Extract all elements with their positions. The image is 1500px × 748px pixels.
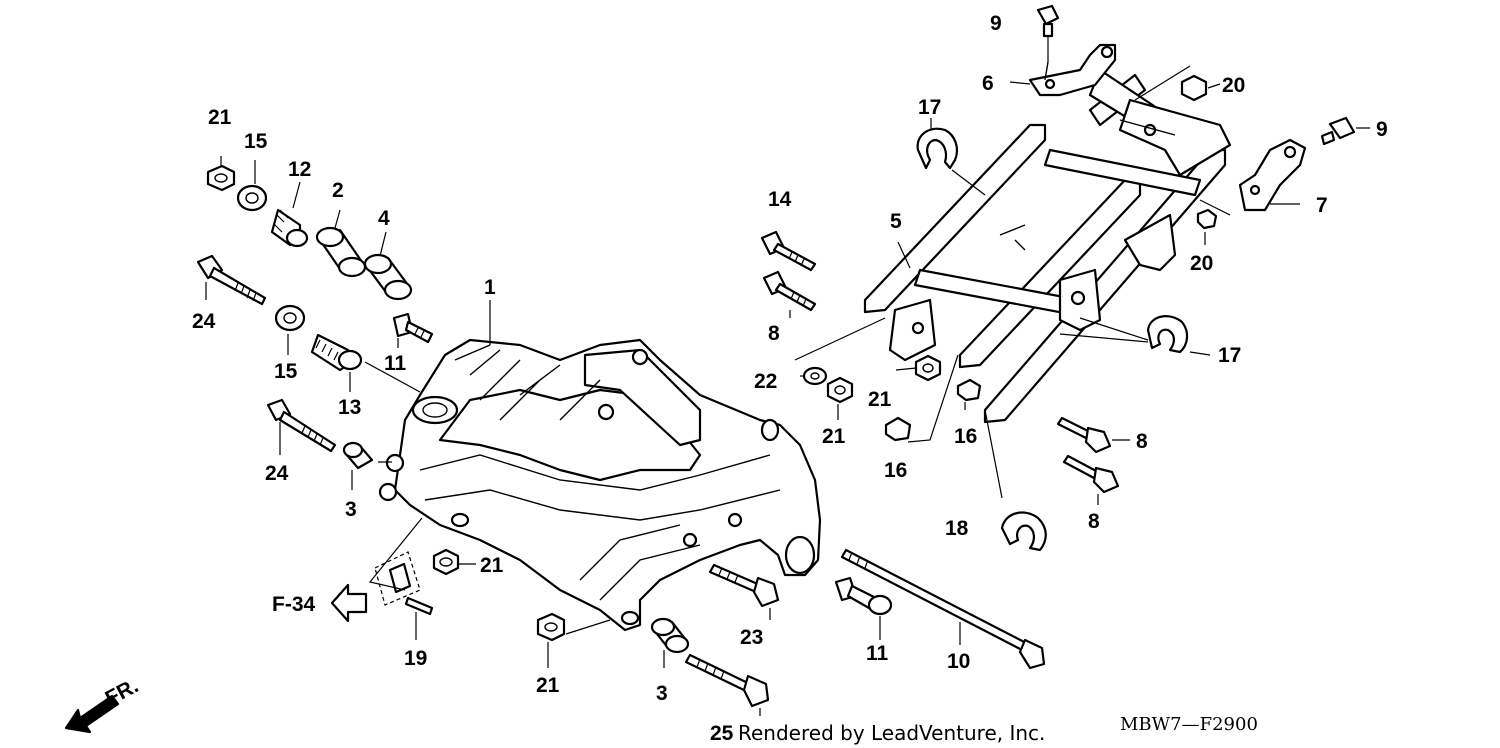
collar-3-left[interactable]: [342, 441, 374, 470]
label-24-upper: 24: [192, 310, 216, 333]
label-1: 1: [484, 276, 496, 299]
reference-arrow[interactable]: F-34: [272, 583, 368, 623]
label-17-lower: 17: [1218, 344, 1241, 367]
nut-21-center[interactable]: [826, 376, 854, 404]
label-2: 2: [332, 179, 344, 202]
label-4: 4: [378, 207, 390, 230]
shaft-10-part[interactable]: [840, 548, 1046, 670]
nut-21-lower-left[interactable]: [432, 548, 460, 576]
label-23: 23: [740, 626, 763, 649]
clamp-17-lower[interactable]: [1146, 315, 1189, 354]
label-12: 12: [288, 158, 311, 181]
label-15-upper: 15: [244, 130, 268, 153]
label-16-left: 16: [884, 459, 907, 482]
label-21-upper-left: 21: [208, 106, 232, 129]
label-16-right: 16: [954, 425, 977, 448]
nut-21-subframe[interactable]: [914, 354, 942, 382]
bracket-7-part[interactable]: [1238, 138, 1307, 212]
bracket-19-part[interactable]: [374, 551, 434, 616]
nut-21-upper-left[interactable]: [206, 164, 236, 192]
label-18: 18: [945, 517, 969, 540]
nut-20-top[interactable]: [1180, 74, 1208, 102]
label-21-subframe: 21: [868, 388, 892, 411]
bolt-11-upper[interactable]: [392, 312, 434, 344]
label-21-bottom: 21: [536, 674, 560, 697]
bolt-9-top[interactable]: [1036, 4, 1060, 38]
label-3-left: 3: [345, 498, 357, 521]
label-3-bottom: 3: [656, 682, 668, 705]
label-19: 19: [404, 647, 427, 670]
credit-text: Rendered by LeadVenture, Inc.: [738, 721, 1045, 745]
collar-3-bottom[interactable]: [650, 617, 690, 654]
bolt-24-upper[interactable]: [196, 254, 267, 306]
bolt-8-right-lower[interactable]: [1062, 454, 1120, 494]
label-9-top: 9: [990, 12, 1002, 35]
bolt-8-left[interactable]: [762, 270, 817, 312]
leader-lines: [205, 36, 1370, 716]
label-22: 22: [754, 370, 777, 393]
label-14: 14: [768, 188, 792, 211]
main-frame-part[interactable]: [378, 338, 822, 632]
bolt-9-right[interactable]: [1320, 116, 1356, 146]
label-21-lower-left: 21: [480, 554, 504, 577]
label-5: 5: [890, 210, 902, 233]
collar-2-part[interactable]: [315, 226, 367, 278]
bolt-14-part[interactable]: [760, 230, 817, 272]
bolt-12-part[interactable]: [270, 208, 309, 248]
bolt-25-part[interactable]: [684, 653, 770, 708]
label-6: 6: [982, 72, 994, 95]
nut-20-right[interactable]: [1196, 208, 1218, 230]
label-17-upper: 17: [918, 96, 941, 119]
label-25: 25: [710, 722, 734, 745]
collar-4-part[interactable]: [363, 253, 413, 301]
nut-16-right[interactable]: [956, 378, 982, 402]
bolt-11-lower[interactable]: [834, 576, 893, 616]
nut-21-bottom[interactable]: [536, 612, 566, 642]
label-9-right: 9: [1376, 118, 1388, 141]
label-20-top: 20: [1222, 74, 1245, 97]
label-24-lower: 24: [265, 462, 289, 485]
label-15-lower: 15: [274, 360, 298, 383]
label-7: 7: [1316, 194, 1328, 217]
nut-16-left[interactable]: [884, 416, 912, 442]
washer-15-lower[interactable]: [274, 304, 306, 332]
label-11-lower: 11: [866, 642, 889, 665]
label-21-center: 21: [822, 425, 846, 448]
label-10: 10: [947, 650, 970, 673]
bolt-24-lower[interactable]: [266, 398, 337, 453]
washer-22-part[interactable]: [802, 366, 828, 386]
diagram-code: MBW7—F2900: [1120, 714, 1258, 735]
label-8-right-upper: 8: [1136, 430, 1148, 453]
rear-subframe-part[interactable]: [863, 68, 1232, 424]
bolt-13-part[interactable]: [310, 333, 363, 372]
bolt-23-part[interactable]: [708, 563, 780, 608]
clamp-17-upper[interactable]: [916, 127, 959, 170]
front-direction-indicator: FR.: [64, 674, 142, 734]
washer-15-upper[interactable]: [236, 184, 268, 212]
label-11-upper: 11: [384, 352, 407, 375]
part-number-labels: 21 15 12 2 4 24 15 11 13 1 24 3 21 19 21…: [192, 12, 1388, 745]
label-20-right: 20: [1190, 252, 1213, 275]
bracket-6-part[interactable]: [1028, 43, 1117, 97]
label-13: 13: [338, 396, 361, 419]
reference-label: F-34: [272, 593, 316, 616]
label-8-left: 8: [768, 322, 780, 345]
bolt-8-right-upper[interactable]: [1056, 416, 1112, 454]
clamp-18-part[interactable]: [1000, 511, 1047, 552]
label-8-right-lower: 8: [1088, 510, 1100, 533]
